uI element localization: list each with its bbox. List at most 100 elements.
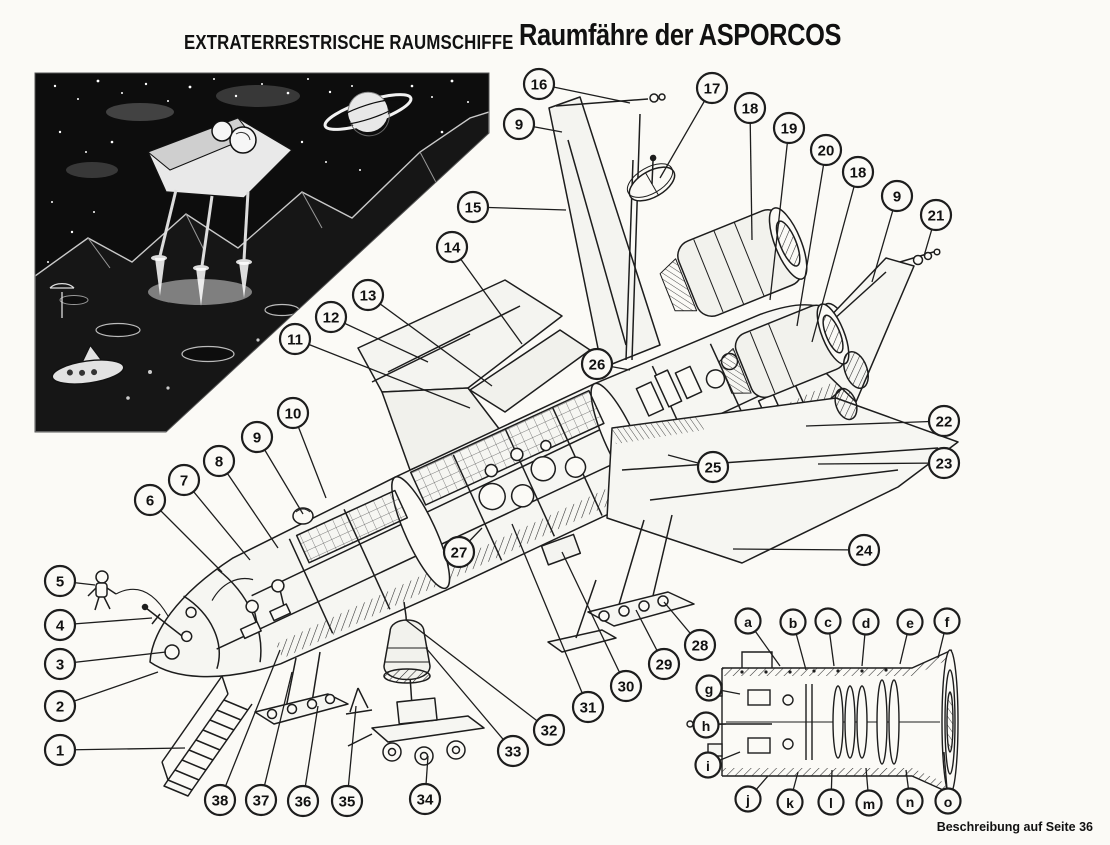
part-callout-7: 7 [167,463,251,561]
callout-label: 19 [781,121,798,138]
part-callout-24: 24 [732,533,881,567]
callout-label: 23 [936,456,953,473]
callout-circle [692,711,720,739]
open-cargo-doors [381,329,591,471]
callout-label: 34 [417,792,434,809]
part-callout-9: 9 [502,107,563,141]
leader-line [425,647,514,752]
part-callout-29: 29 [635,609,681,681]
part-callout-3: 3 [43,647,167,681]
callout-circle [933,607,961,635]
callout-circle [240,420,274,454]
part-callout-35: 35 [330,705,364,818]
callout-label: b [789,615,798,631]
small-spacecraft [51,344,125,385]
numbered-callouts: 1691718192018921151413121126109876222325… [43,67,961,818]
rear-landing-skids [547,514,695,653]
callout-label: n [906,794,915,810]
callout-label: c [824,614,832,630]
leader-line [805,420,945,427]
callout-label: 16 [531,77,548,94]
service-crane-and-bell [383,601,431,707]
leader-line [659,87,713,179]
callout-label: 2 [56,699,64,716]
dorsal-fin-left [548,93,666,369]
callout-label: 14 [444,240,461,257]
callout-circle [203,783,237,817]
part-callout-33: 33 [425,647,530,768]
part-callout-19: 19 [769,111,806,301]
callout-circle [496,734,530,768]
callout-circle [244,783,278,817]
casing-bolts [740,668,888,674]
callout-label: e [906,615,914,631]
part-callout-9: 9 [240,420,304,515]
part-callout-17: 17 [659,71,729,179]
callout-label: i [706,758,710,774]
part-callout-18: 18 [811,155,875,343]
callout-circle [43,564,77,598]
stars [47,78,474,263]
callout-circle [695,674,723,702]
part-callout-8: 8 [202,444,279,549]
detail-callout-g: g [695,674,741,702]
detail-callout-a: a [734,607,781,667]
callout-label: 1 [56,743,64,760]
part-callout-30: 30 [561,551,643,703]
callout-label: 25 [705,460,722,477]
leader-line [561,551,627,687]
callout-label: 3 [56,657,64,674]
callout-circle [695,71,729,105]
callout-circle [278,322,312,356]
callout-label: 10 [285,406,302,423]
cockpit-crew [211,578,292,640]
callout-label: 13 [360,288,377,305]
callout-circle [841,155,875,189]
leader-line [218,460,279,549]
callout-circle [202,444,236,478]
part-callout-21: 21 [919,198,953,257]
callout-circle [133,483,167,517]
part-callout-28: 28 [663,601,717,662]
callout-circle [276,396,310,430]
part-callout-27: 27 [442,527,483,569]
callout-circle [43,689,77,723]
callout-label: 12 [323,310,340,327]
detail-callout-k: k [776,771,804,816]
callout-circle [43,647,77,681]
callout-label: 9 [515,117,523,134]
leader-line [451,246,523,345]
callout-circle [683,628,717,662]
callout-label: 7 [180,473,188,490]
leader-line [811,171,859,343]
callout-label: 30 [618,679,635,696]
callout-circle [779,608,807,636]
part-callout-18: 18 [733,91,767,241]
part-callout-26: 26 [580,347,631,381]
dish-antenna [625,113,676,361]
part-callout-34: 34 [408,755,442,816]
detail-callout-h: h [692,711,727,739]
leader-line [367,294,493,387]
tail-nozzles [834,351,869,421]
callout-circle [814,607,842,635]
ground-antenna [49,282,75,318]
callout-label: 15 [465,200,482,217]
callout-circle [927,404,961,438]
callout-circle [435,230,469,264]
callout-label: k [786,795,794,811]
callout-circle [896,787,924,815]
detail-callout-d: d [852,608,880,667]
jack-stand [345,687,373,715]
callout-circle [694,751,722,779]
callout-circle [772,111,806,145]
callout-label: 27 [451,545,468,562]
part-callout-16: 16 [522,67,631,104]
part-callout-38: 38 [203,649,281,817]
part-callout-20: 20 [796,133,843,327]
hull-dome [292,507,314,525]
engine-cross-section [686,649,959,795]
callout-label: 17 [704,81,721,98]
callout-circle [330,784,364,818]
